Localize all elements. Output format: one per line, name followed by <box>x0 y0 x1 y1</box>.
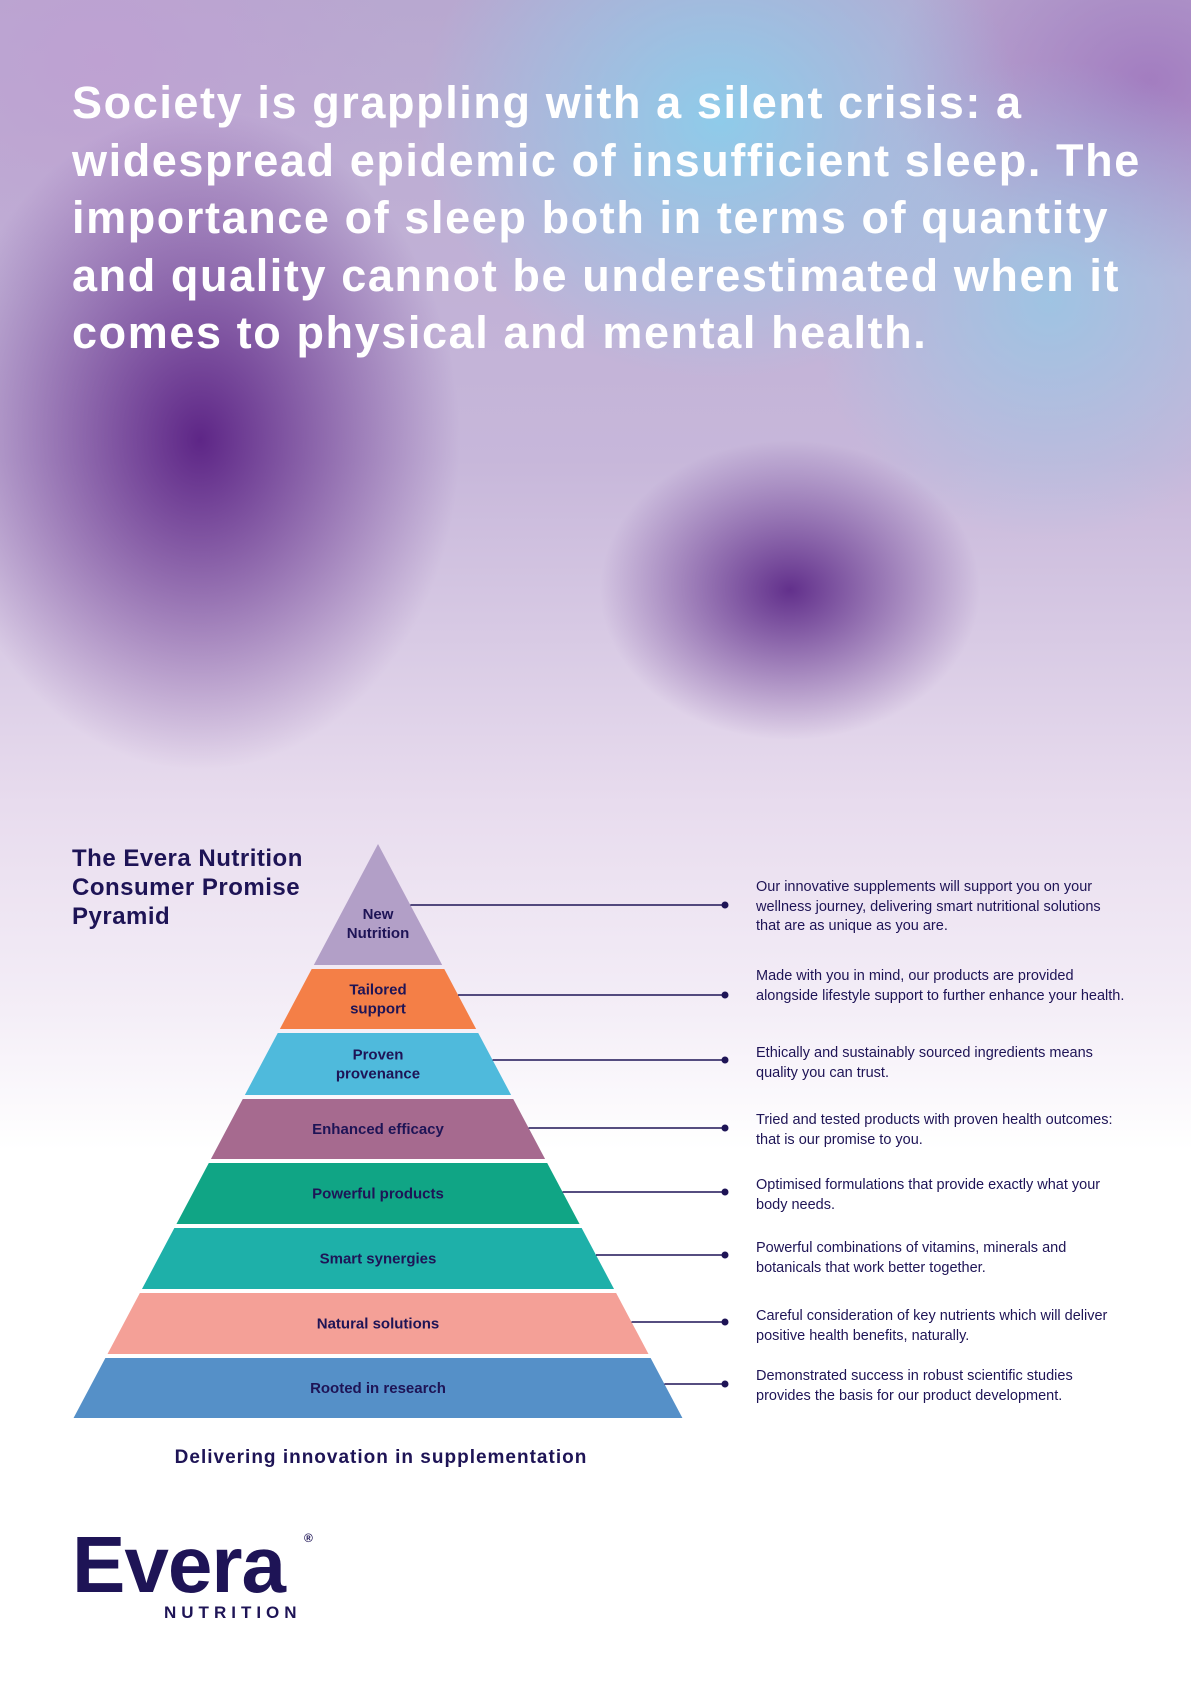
level-description: Powerful combinations of vitamins, miner… <box>756 1240 1067 1276</box>
pyramid-level-label: Rooted in research <box>310 1380 446 1397</box>
hero-background <box>0 0 1191 1150</box>
pyramid-level <box>107 1293 649 1354</box>
level-description: Demonstrated success in robust scientifi… <box>756 1368 1073 1404</box>
pyramid-level-label: Proven <box>353 1047 404 1064</box>
pyramid-level <box>313 844 443 965</box>
pyramid-level <box>176 1163 580 1224</box>
pyramid-level <box>141 1228 615 1289</box>
level-description: Tried and tested products with proven he… <box>756 1112 1113 1148</box>
pyramid-level-label: support <box>350 1001 406 1018</box>
logo-subtitle: NUTRITION <box>164 1603 302 1622</box>
level-description: Careful consideration of key nutrients w… <box>756 1308 1108 1344</box>
pyramid-level-label: New <box>363 906 394 923</box>
pyramid-level-label: Powerful products <box>312 1186 444 1203</box>
connector-dot <box>721 1251 729 1259</box>
pyramid-title-line: The Evera Nutrition <box>72 845 303 872</box>
pyramid-level <box>279 969 477 1029</box>
pyramid-level <box>244 1033 512 1095</box>
pyramid-level-label: Tailored <box>349 982 406 999</box>
connector-dot <box>721 1318 729 1326</box>
pyramid-level-label: Smart synergies <box>320 1251 437 1268</box>
evera-logo: Evera ® NUTRITION <box>72 1520 313 1623</box>
level-description: Made with you in mind, our products are … <box>756 968 1125 1004</box>
pyramid-level-label: Nutrition <box>347 925 409 942</box>
connector-dot <box>721 901 729 909</box>
pyramid-level-label: Natural solutions <box>317 1316 440 1333</box>
pyramid-level-label: Enhanced efficacy <box>312 1121 444 1138</box>
connector-dot <box>721 1124 729 1132</box>
connector-dot <box>721 1380 729 1388</box>
level-description: Optimised formulations that provide exac… <box>756 1177 1101 1213</box>
connector-dot <box>721 991 729 999</box>
headline: Society is grappling with a silent crisi… <box>72 77 1141 358</box>
pyramid-level <box>73 1358 683 1418</box>
pyramid-level-label: provenance <box>336 1066 420 1083</box>
pyramid-level <box>210 1099 546 1159</box>
connector-dot <box>721 1056 729 1064</box>
pyramid-title-line: Consumer Promise <box>72 874 301 901</box>
connector-dot <box>721 1188 729 1196</box>
level-description: Our innovative supplements will support … <box>756 879 1101 934</box>
pyramid-title-line: Pyramid <box>72 903 171 930</box>
level-description: Ethically and sustainably sourced ingred… <box>756 1045 1093 1081</box>
registered-mark: ® <box>304 1531 313 1545</box>
logo-wordmark: Evera <box>72 1520 286 1609</box>
pyramid-caption: Delivering innovation in supplementation <box>174 1447 588 1468</box>
pyramid-title: The Evera Nutrition Consumer Promise Pyr… <box>72 844 303 931</box>
